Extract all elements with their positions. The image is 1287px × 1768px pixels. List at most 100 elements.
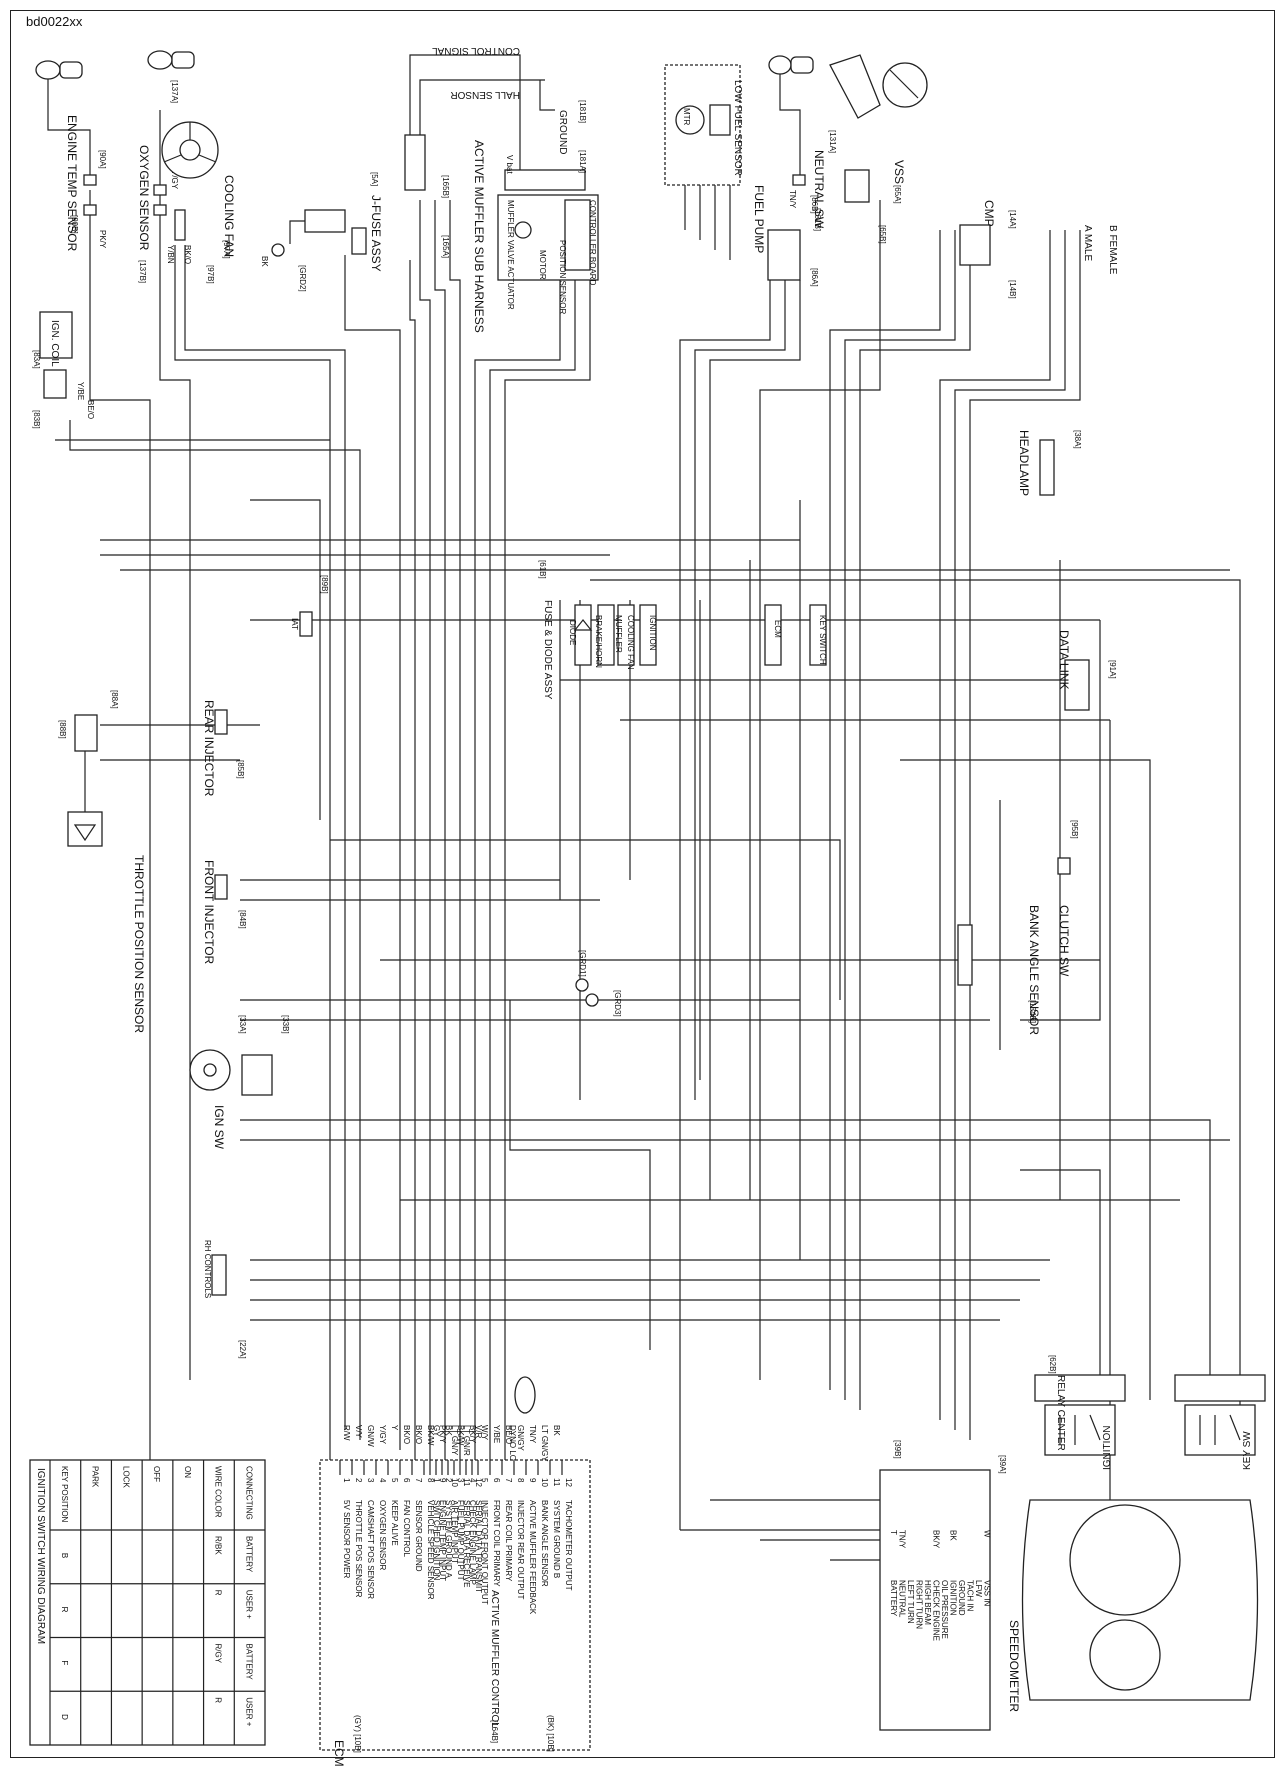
ecm-pin-wire-color: BK/O: [402, 1425, 411, 1444]
ign-table-col-label: R: [60, 1607, 69, 1613]
tps-conn-b: [88B]: [58, 720, 67, 739]
ign-sw-label: IGN SW: [212, 1105, 226, 1150]
ecm-conn-gy: (GY) [10B]: [353, 1715, 362, 1753]
cooling-fan-conn-a: [97A]: [222, 240, 231, 259]
ign-table-row-label: WIRE COLOR: [214, 1466, 223, 1518]
ecm-conn-bk: (BK) [10B]: [546, 1715, 555, 1752]
ecm-muffler-conn: [164B]: [490, 1720, 499, 1743]
engine-temp-conn-b: [90B]: [70, 215, 79, 234]
document-id: bd0022xx: [26, 14, 83, 29]
grd3-label: [GRD3]: [613, 990, 622, 1017]
cooling-fan: COOLING FAN [97A] [97B] Y/BN BK/O: [161, 121, 236, 284]
tps-label: THROTTLE POSITION SENSOR: [132, 855, 146, 1033]
ecm-pin-wire-color: GN/W: [366, 1425, 375, 1447]
speedo-pin-label: IGNITION: [949, 1580, 958, 1616]
ecm-pin-number: 8: [516, 1478, 525, 1483]
active-muffler-sub-harness: CONTROL SIGNAL HALL SENSOR GROUND V bat …: [404, 45, 599, 333]
tps-conn-a: [88A]: [110, 690, 119, 709]
ecm-pin-label: FUEL PUMP OUTPUT: [456, 1500, 465, 1581]
ecm-pin-label: FRONT COIL PRIMARY: [492, 1500, 501, 1587]
ecm-pin-number: 6: [402, 1478, 411, 1483]
ign-coil-wire-1: Y/BE: [76, 382, 85, 400]
fuel-pump-conn-a: [86A]: [810, 268, 819, 287]
speedo-pin-label: LEFT TURN: [906, 1580, 915, 1624]
fuel-pump-conn-b: [86B]: [810, 195, 819, 214]
cmp-conn-b: [14B]: [1008, 280, 1017, 299]
data-link-conn: [91A]: [1108, 660, 1117, 679]
ign-table-row-label: OFF: [152, 1466, 161, 1482]
j-fuse-grd: [GRD2]: [298, 265, 307, 292]
ecm-pin-label: 5V SENSOR POWER: [342, 1500, 351, 1578]
ecm-pin-wire-color: BE/O: [504, 1425, 513, 1444]
ecm-pin-wire-color: R/W: [342, 1425, 351, 1441]
vss: VSS [65A] [65B]: [829, 54, 906, 244]
iat-conn: [89B]: [320, 575, 329, 594]
ecm-pin-number: 8: [426, 1478, 435, 1483]
clutch-sw: CLUTCH SW [95B]: [1057, 820, 1079, 977]
ecm-pin-wire-color: Y/GY: [378, 1425, 387, 1445]
ign-coil-conn-b: [83B]: [32, 410, 41, 429]
speedo-pin-wire: T: [889, 1530, 898, 1535]
ecm-pin-label: SERIAL DATA RECEIVE: [462, 1500, 471, 1587]
ecm-pin-label: SWITCHED IGNITION: [432, 1500, 441, 1581]
headlamp-label: HEADLAMP: [1017, 430, 1031, 496]
muffler-controller-board: CONTROLLER BOARD: [588, 200, 597, 286]
bank-angle-label: BANK ANGLE SENSOR: [1027, 905, 1041, 1035]
vss-conn-b: [65B]: [878, 225, 887, 244]
ign-table-row-label: PARK: [91, 1466, 100, 1488]
ecm-pin-number: 10: [540, 1478, 549, 1487]
ground-points: [GRD1] [GRD3]: [575, 950, 622, 1017]
ecm-pin-label: SENSOR GROUND: [414, 1500, 423, 1572]
ign-table-title: IGNITION SWITCH WIRING DIAGRAM: [35, 1468, 46, 1644]
ecm-pin-wire-color: LT GN/Y: [450, 1425, 459, 1456]
clutch-sw-label: CLUTCH SW: [1057, 905, 1071, 977]
ignition-switch-table: IGNITION SWITCH WIRING DIAGRAM KEY POSIT…: [29, 1459, 266, 1746]
cooling-fan-conn-b: [97B]: [206, 265, 215, 284]
ign-coil-wire-2: BE/O: [86, 400, 95, 419]
ign-table-connecting: BATTERY: [244, 1536, 253, 1573]
ign-table-connecting: BATTERY: [244, 1644, 253, 1681]
speedo-pin-label: VSS IN: [983, 1580, 992, 1606]
neutral-sw-label: NEUTRAL SW: [812, 150, 826, 229]
ecm-pin-wire-color: V/Y: [354, 1425, 363, 1439]
relay-ignition-label: IGNITION: [1102, 1426, 1113, 1470]
ecm-pin-label: FAN CONTROL: [402, 1500, 411, 1557]
ecm-pin-number: 6: [492, 1478, 501, 1483]
relay-center: RELAY CENTER [62B] IGNITION KEY SW: [1034, 1355, 1266, 1470]
muffler-conn-b: [165B]: [441, 175, 450, 198]
ecm-pin-wire-color: GN/GY: [516, 1425, 525, 1451]
front-injector-conn: [84B]: [238, 910, 247, 929]
iat-label: IAT: [290, 618, 299, 630]
ecm-pin-label: ENGINE TEMP INPUT: [438, 1500, 447, 1581]
ecm-pin-number: 2: [444, 1478, 453, 1483]
j-fuse-conn: [5A]: [370, 172, 379, 186]
speedo-pin-label: OIL PRESSURE: [940, 1580, 949, 1639]
ecm-pin-wire-color: BK/W: [426, 1425, 435, 1446]
neutral-sw-wire: TN/Y: [788, 190, 797, 209]
ecm-pin-number: 12: [564, 1478, 573, 1487]
ecm-pin-number: 3: [366, 1478, 375, 1483]
muffler-conn-d: [181B]: [578, 100, 587, 123]
fuse-diode-brake-horn: BRAKE/HORN: [594, 615, 603, 668]
fuse-diode-assy: FUSE & DIODE ASSY [61B] DIODE BRAKE/HORN…: [538, 560, 827, 700]
ign-table-wire-color: R/BK: [214, 1536, 223, 1555]
ecm-pin-wire-color: GY: [432, 1425, 441, 1437]
ign-table-row-label: CONNECTING: [244, 1466, 253, 1520]
vss-label: VSS: [892, 160, 906, 184]
ign-table-row-label: LOCK: [121, 1466, 130, 1488]
rear-injector-label: REAR INJECTOR: [202, 700, 216, 797]
ecm-pin-label: CHECK ENGINE LAMP: [468, 1500, 477, 1585]
data-link: DATA LINK [91A]: [1057, 630, 1117, 711]
rear-injector-conn: [85B]: [236, 760, 245, 779]
ign-coil-conn-a: [83A]: [32, 350, 41, 369]
fuse-diode-ecm: ECM: [773, 620, 782, 638]
speedometer-conn-a: [39A]: [998, 1455, 1007, 1474]
oxygen-sensor: OXYGEN SENSOR [137A] [137B] Y/GY: [137, 50, 195, 283]
ecm: ECM (GY) [10B] (BK) [10B] [164B] ACTIVE …: [319, 1459, 591, 1767]
ecm-pin-number: 11: [462, 1478, 471, 1487]
neutral-sw-conn-a: [131A]: [828, 130, 837, 153]
ecm-pin-wire-color: Y/BE: [492, 1425, 501, 1443]
